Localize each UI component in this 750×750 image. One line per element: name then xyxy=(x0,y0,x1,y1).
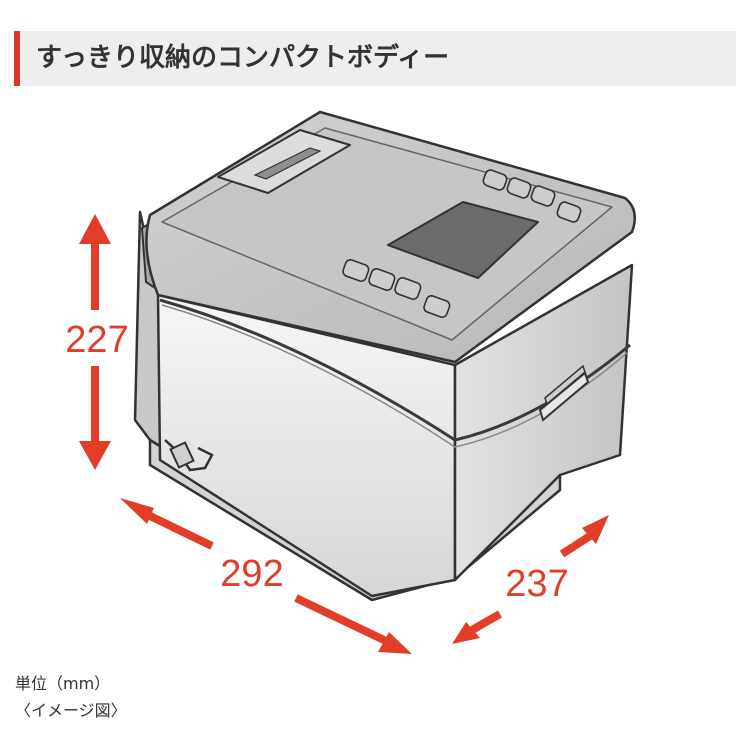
depth-dimension-arrow xyxy=(452,515,609,644)
unit-label: 単位（mm） xyxy=(15,674,111,693)
control-buttons-top xyxy=(482,169,582,223)
width-dimension-label: 292 xyxy=(220,553,283,595)
image-note: 〈イメージ図〉 xyxy=(15,701,127,720)
header-accent-bar xyxy=(14,31,20,86)
height-dimension-label: 227 xyxy=(65,319,128,361)
rice-cooker-illustration: 227 292 237 xyxy=(65,110,637,654)
cooker-right-body xyxy=(453,263,634,582)
control-buttons-bottom xyxy=(342,258,451,318)
section-title: すっきり収納のコンパクトボディー xyxy=(36,43,450,73)
cooker-front-body xyxy=(156,293,457,598)
section-header: すっきり収納のコンパクトボディー xyxy=(14,31,736,86)
depth-dimension-label: 237 xyxy=(505,563,568,605)
height-dimension-arrow xyxy=(79,214,111,470)
width-dimension-arrow xyxy=(120,498,412,654)
display-screen xyxy=(387,201,539,279)
